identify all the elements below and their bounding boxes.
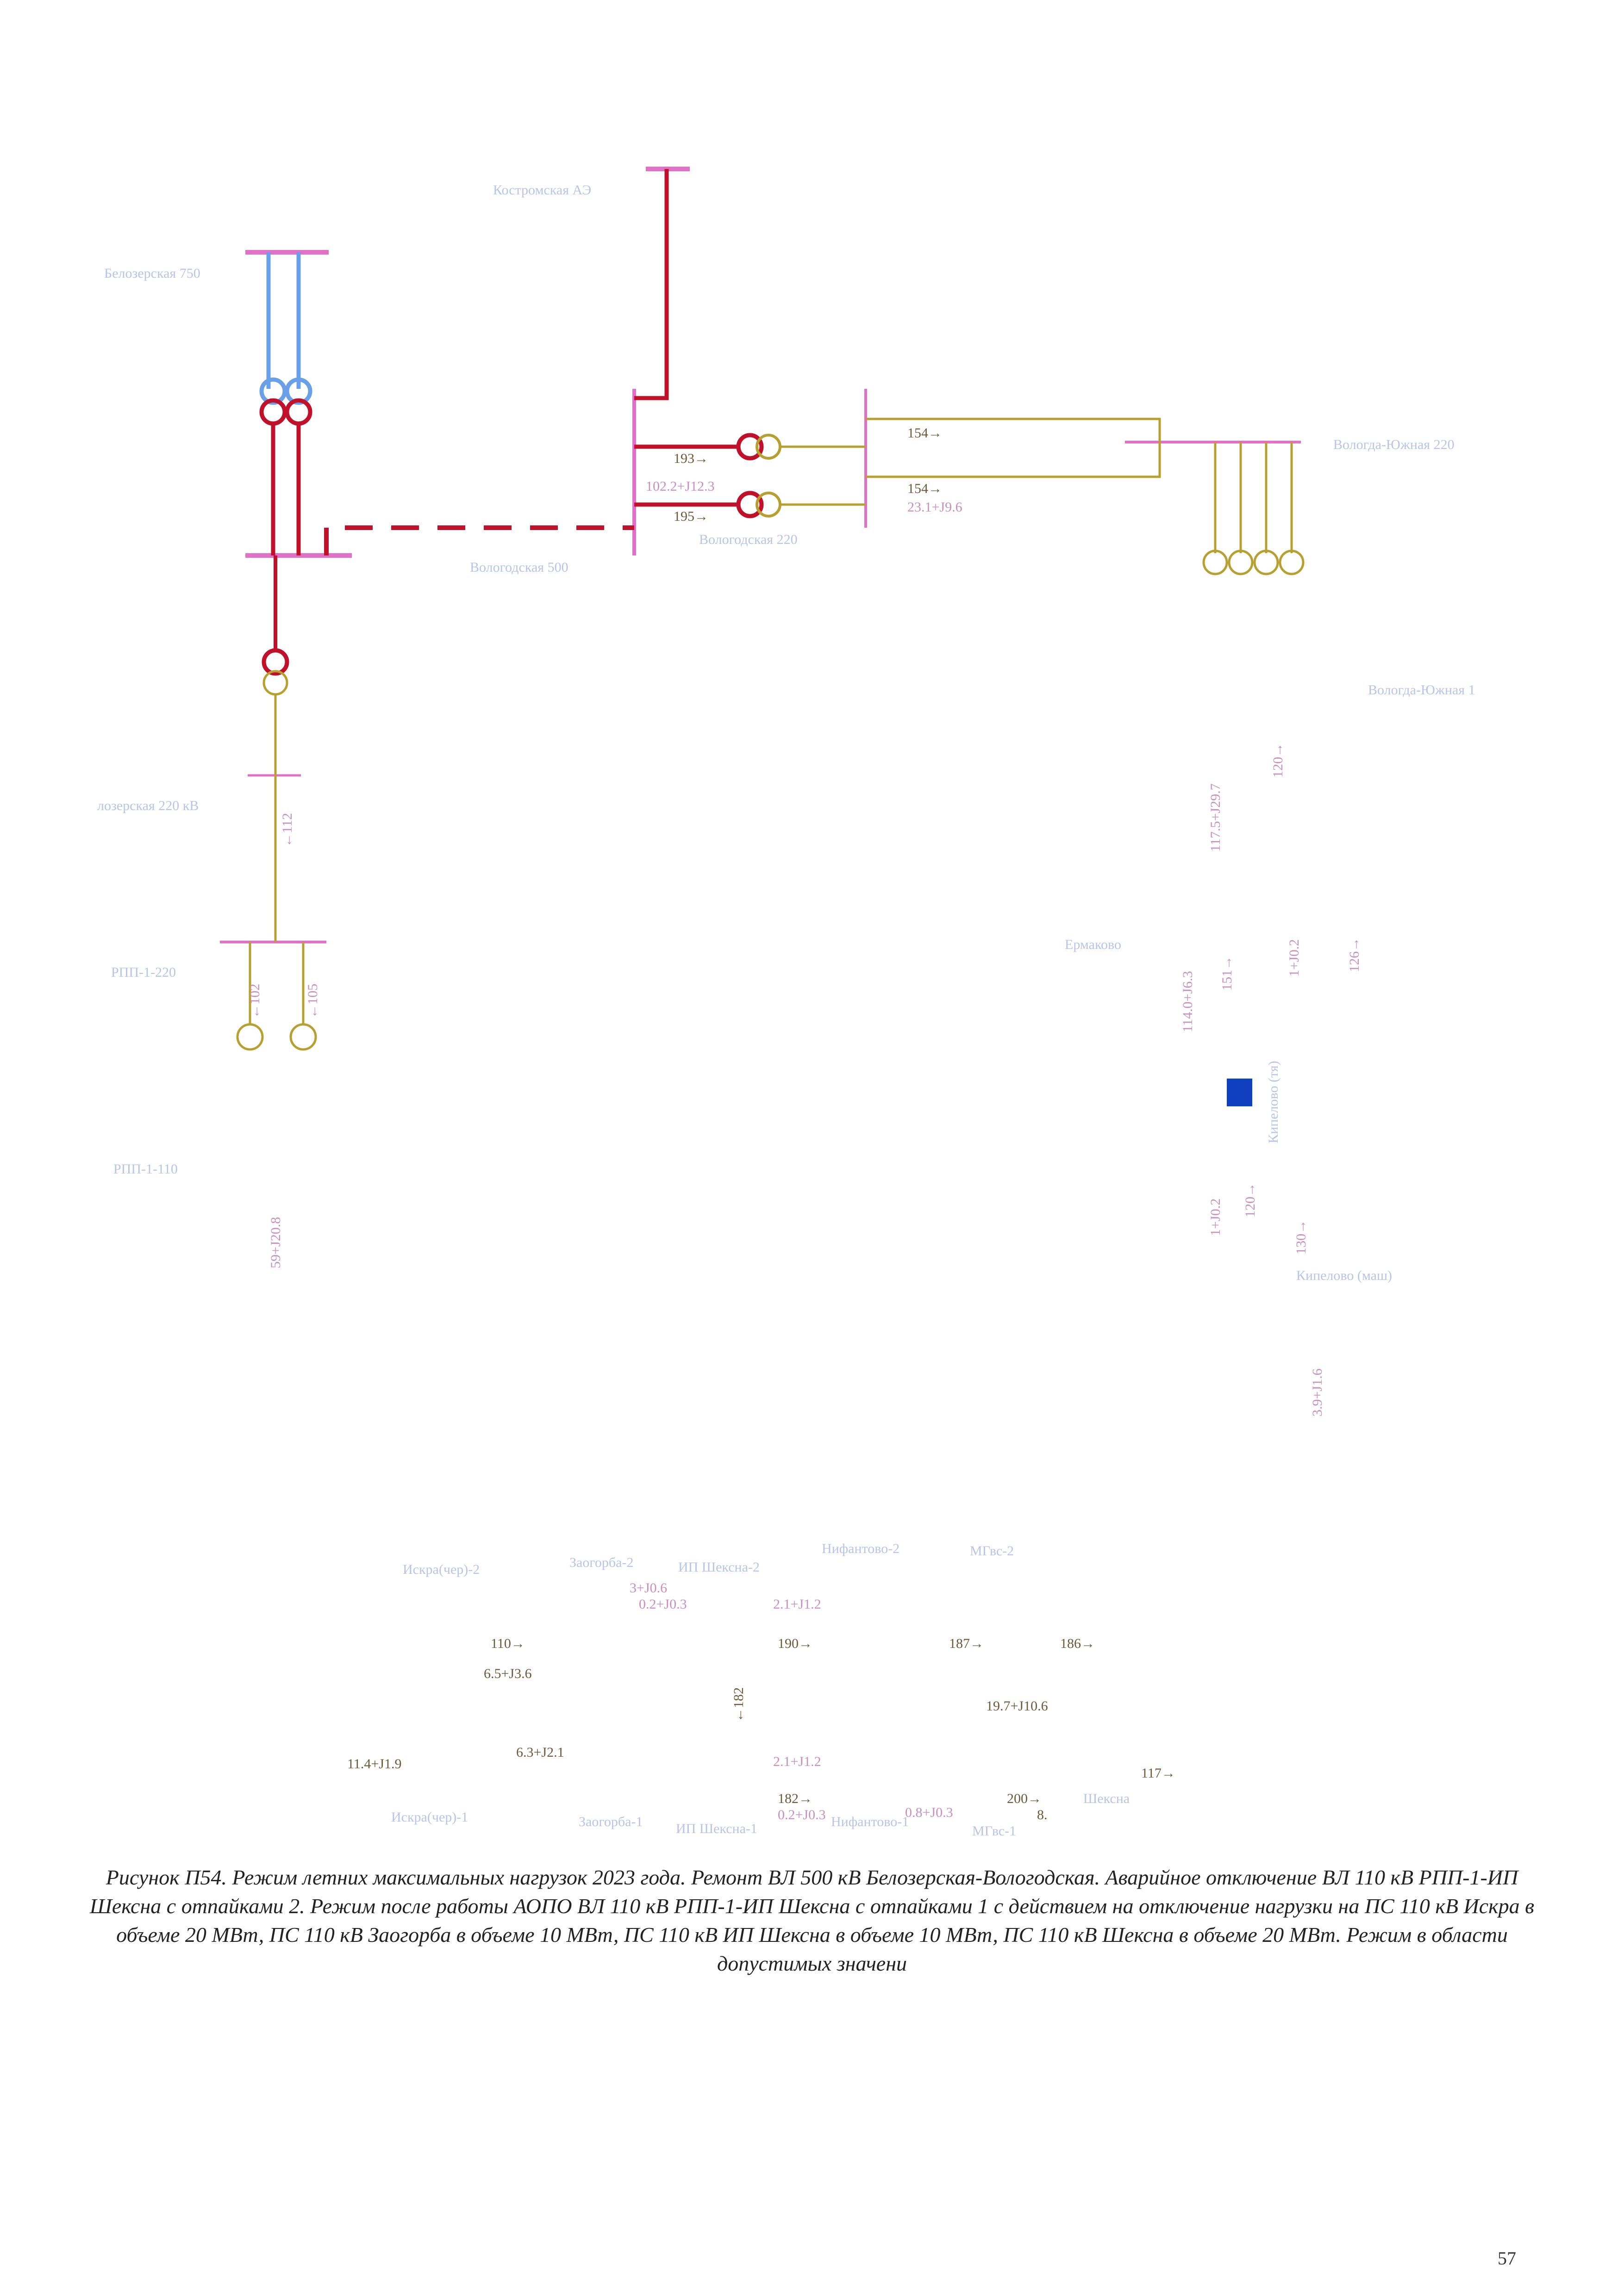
value-0-2b: 0.2+J0.3 [778, 1807, 826, 1822]
line-500-kostroma-vologodskaya[interactable] [634, 169, 669, 400]
line-220-vologodskaya-vologda-yuzh-2[interactable] [866, 442, 1161, 478]
value-1-10-2: 1+J0.2 [1208, 1198, 1223, 1236]
label-iskra-cher-1: Искра(чер)-1 [391, 1809, 468, 1825]
value-59: 59+J20.8 [268, 1217, 283, 1268]
value-130: 130→ [1293, 1220, 1309, 1254]
label-vologda-yuzh-220: Вологда-Южная 220 [1333, 437, 1455, 452]
value-114: 114.0+J6.3 [1180, 971, 1195, 1032]
value-120-2: 120→ [1243, 1183, 1258, 1217]
value-112: ←112 [280, 813, 295, 847]
value-193: 193→ [674, 451, 708, 466]
label-rpp-110: РПП-1-110 [113, 1161, 178, 1177]
value-11-4: 11.4+J1.9 [347, 1756, 401, 1772]
kipelovo-substation-marker[interactable] [1227, 1079, 1252, 1106]
label-zagorba-2: Заогорба-2 [569, 1555, 633, 1570]
label-iskra-cher-2: Искра(чер)-2 [403, 1562, 480, 1577]
value-8: 8. [1037, 1807, 1048, 1822]
value-200: 200→ [1007, 1791, 1042, 1806]
value-105: ←105 [305, 984, 320, 1018]
belozerskaya-t-hv[interactable] [262, 648, 289, 676]
label-mgs-1: МГвс-1 [972, 1823, 1016, 1839]
rpp-transformer-1[interactable] [236, 1023, 264, 1051]
value-190: 190→ [778, 1636, 812, 1651]
label-vologodskaya-500: Вологодская 500 [470, 560, 568, 575]
transformer-750-a-hv[interactable] [259, 377, 287, 405]
value-110: 110→ [491, 1636, 525, 1651]
value-117-5: 117.5+J29.7 [1208, 784, 1223, 852]
label-rpp-220: РПП-1-220 [111, 965, 176, 980]
value-195: 195→ [674, 509, 708, 524]
page-number: 57 [1498, 2248, 1516, 2269]
value-151b: 151→ [1219, 956, 1235, 991]
rpp-transformer-2[interactable] [289, 1023, 317, 1051]
value-187: 187→ [949, 1636, 984, 1651]
vy-transformer-4[interactable] [1279, 549, 1305, 575]
label-zagorba-1: Заогорба-1 [579, 1814, 643, 1829]
value-2-1a: 2.1+J1.2 [773, 1597, 821, 1612]
at2-hv[interactable] [736, 491, 764, 518]
vy-transformer-3[interactable] [1253, 549, 1279, 575]
label-ip-sheksna-2: ИП Шексна-2 [678, 1560, 760, 1575]
value-154a: 154→ [907, 425, 942, 441]
value-6-3: 6.3+J2.1 [516, 1745, 564, 1760]
line-220-vologodskaya-vologda-yuzh-1[interactable] [866, 418, 1161, 442]
at1-hv[interactable] [736, 433, 764, 461]
value-0-2a: 0.2+J0.3 [639, 1597, 687, 1612]
value-2-1b: 2.1+J1.2 [773, 1754, 821, 1769]
value-154b: 154→ [907, 481, 942, 496]
label-kipelovo-tyag: Кипелово (тя) [1266, 1061, 1281, 1143]
value-102: 102.2+J12.3 [646, 479, 715, 494]
label-belozerskaya-220: лозерская 220 кВ [97, 798, 199, 813]
label-kostroma: Костромская АЭ [493, 182, 591, 198]
value-102-2: ←102 [247, 984, 262, 1018]
line-500-belozerskaya-vologodskaya[interactable] [324, 525, 634, 555]
value-0-8: 0.8+J0.3 [905, 1805, 953, 1820]
label-vologda-yuzh-1: Вологда-Южная 1 [1368, 682, 1475, 698]
value-117: 117→ [1141, 1766, 1175, 1781]
value-19-7: 19.7+J10.6 [986, 1698, 1048, 1714]
value-23: 23.1+J9.6 [907, 499, 962, 515]
label-ip-sheksna-1: ИП Шексна-1 [676, 1821, 757, 1836]
label-sheksna: Шексна [1083, 1791, 1130, 1806]
label-vologodskaya-220: Вологодская 220 [699, 532, 798, 547]
value-186: 186→ [1060, 1636, 1095, 1651]
vy-transformer-1[interactable] [1202, 549, 1228, 575]
vy-transformer-2[interactable] [1228, 549, 1254, 575]
label-mgs-2: МГвс-2 [970, 1543, 1014, 1559]
value-1-10: 1+J0.2 [1287, 939, 1302, 977]
value-3-9: 3.9+J1.6 [1310, 1368, 1325, 1416]
label-belozerskaya-750: Белозерская 750 [104, 266, 200, 281]
transformer-750-b-hv[interactable] [285, 377, 312, 405]
value-126: 126→ [1347, 937, 1362, 972]
label-kipelovo-mash: Кипелово (маш) [1296, 1268, 1392, 1283]
figure-caption: Рисунок П54. Режим летних максимальных н… [89, 1866, 1535, 1975]
value-120: 120→ [1270, 743, 1286, 778]
value-182b: 182→ [778, 1791, 812, 1806]
label-nifantovo-2: Нифантово-2 [822, 1541, 899, 1556]
value-182a: ←182 [731, 1687, 746, 1722]
value-3-j06: 3+J0.6 [630, 1580, 667, 1596]
value-6-5: 6.5+J3.6 [484, 1666, 532, 1681]
label-ermakovo: Ермаково [1065, 937, 1121, 952]
label-nifantovo-1: Нифантово-1 [831, 1814, 909, 1829]
